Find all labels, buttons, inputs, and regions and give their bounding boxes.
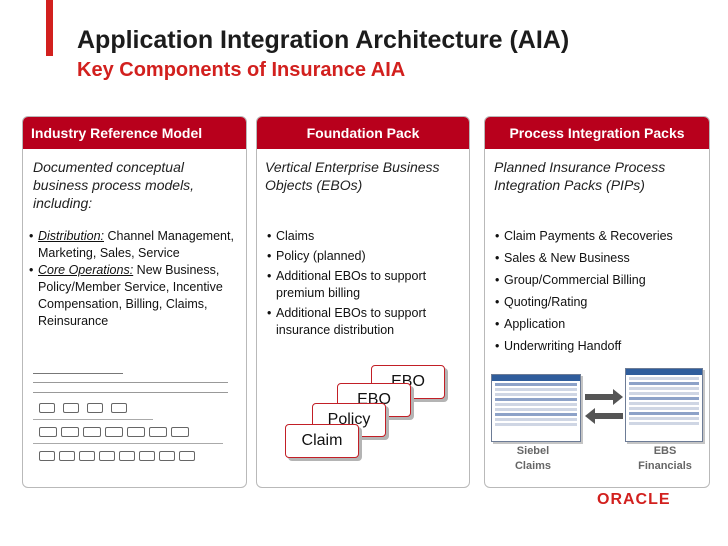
panel-heading: Foundation Pack	[257, 117, 469, 149]
list-item: Additional EBOs to support premium billi…	[267, 268, 467, 302]
list-item: Application	[495, 316, 707, 333]
list-item: Underwriting Handoff	[495, 338, 707, 355]
system-name: Siebel	[516, 445, 550, 457]
list-item: Core Operations: New Business, Policy/Me…	[29, 262, 244, 330]
ebs-caption: EBS Financials	[630, 444, 700, 474]
foundation-pack-panel: Foundation Pack Vertical Enterprise Busi…	[256, 116, 470, 488]
list-item: Policy (planned)	[267, 248, 467, 265]
panel-intro: Vertical Enterprise Business Objects (EB…	[265, 159, 440, 193]
list-item: Sales & New Business	[495, 250, 707, 267]
panel-heading: Process Integration Packs	[485, 117, 709, 149]
arrow-right-icon	[585, 389, 623, 405]
process-integration-packs-panel: Process Integration Packs Planned Insura…	[484, 116, 710, 488]
panel-intro: Planned Insurance Process Integration Pa…	[494, 159, 666, 193]
industry-reference-model-panel: Industry Reference Model Documented conc…	[22, 116, 247, 488]
bullet-text: New Business, Policy/Member Service, Inc…	[38, 263, 223, 328]
system-name: EBS	[653, 445, 677, 457]
system-role: Claims	[514, 460, 552, 472]
bullet-list: Claims Policy (planned) Additional EBOs …	[267, 228, 467, 342]
arrow-left-icon	[585, 408, 623, 424]
panel-heading: Industry Reference Model	[23, 117, 246, 149]
siebel-caption: Siebel Claims	[503, 444, 563, 474]
process-diagram-thumbnail	[31, 370, 231, 470]
list-item: Group/Commercial Billing	[495, 272, 707, 289]
list-item: Claim Payments & Recoveries	[495, 228, 707, 245]
bullet-key: Core Operations:	[38, 263, 134, 277]
bullet-key: Distribution:	[38, 229, 104, 243]
claim-card: Claim	[285, 424, 359, 458]
bullet-list: Distribution: Channel Management, Market…	[29, 228, 244, 330]
page-title: Application Integration Architecture (AI…	[77, 26, 570, 54]
page-subtitle: Key Components of Insurance AIA	[77, 59, 406, 81]
list-item: Additional EBOs to support insurance dis…	[267, 305, 467, 339]
accent-bar	[46, 0, 53, 56]
oracle-logo: ORACLE	[597, 491, 671, 508]
panel-intro: Documented conceptual business process m…	[33, 159, 195, 211]
list-item: Claims	[267, 228, 467, 245]
siebel-screenshot	[491, 374, 581, 442]
ebs-screenshot	[625, 368, 703, 442]
bullet-list: Claim Payments & Recoveries Sales & New …	[495, 228, 707, 360]
bullet-text: Channel Management, Marketing, Sales, Se…	[38, 229, 234, 260]
list-item: Quoting/Rating	[495, 294, 707, 311]
list-item: Distribution: Channel Management, Market…	[29, 228, 244, 262]
system-role: Financials	[638, 460, 692, 472]
